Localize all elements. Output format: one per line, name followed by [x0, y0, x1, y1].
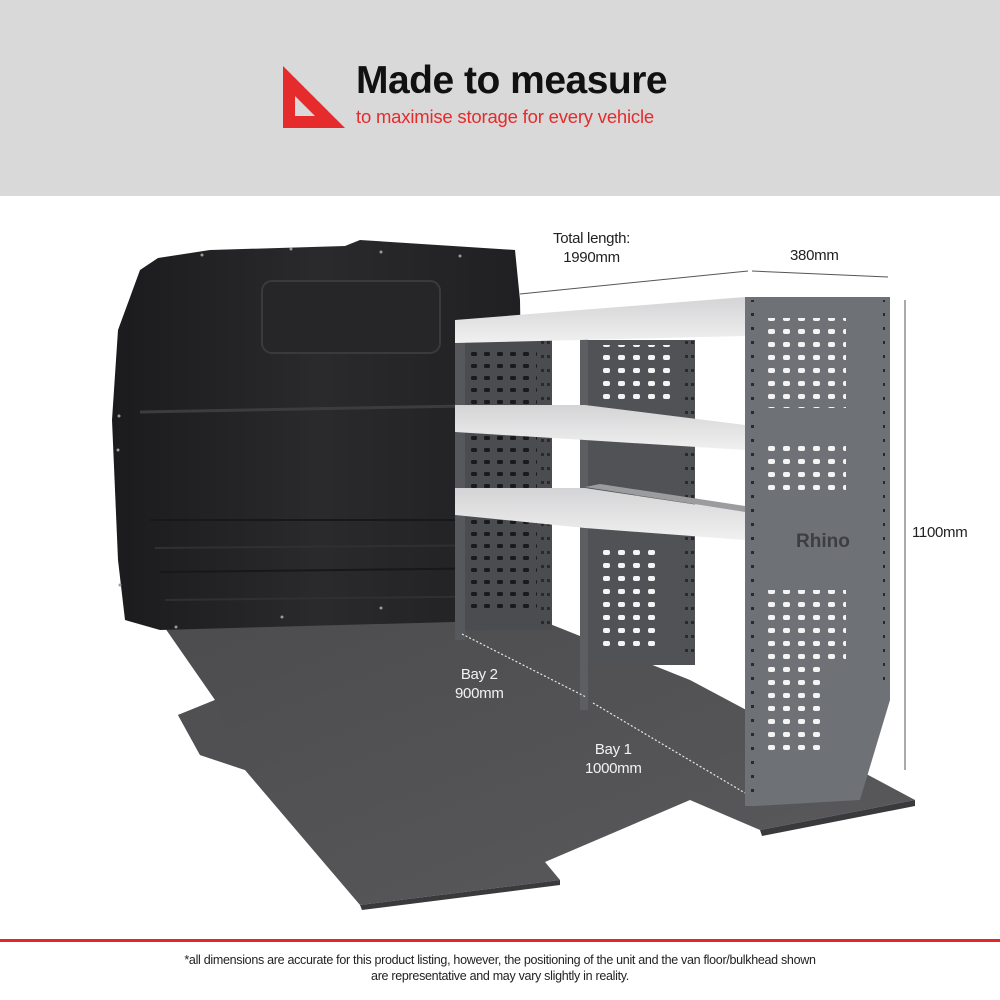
rhino-logo: Rhino	[796, 531, 850, 552]
bay2-annotation: Bay 2 900mm	[455, 665, 504, 703]
depth-value: 380mm	[790, 247, 839, 264]
total-length-label: Total length:	[553, 230, 630, 247]
bay2-label: Bay 2	[460, 666, 498, 683]
van-racking-illustration: Rhino Rhino Total length: 1990mm	[0, 196, 1000, 940]
bay1-label: Bay 1	[594, 741, 632, 758]
height-value: 1100mm	[912, 524, 968, 541]
page-subtitle: to maximise storage for every vehicle	[356, 106, 654, 127]
bay1-value: 1000mm	[585, 760, 642, 777]
bay1-annotation: Bay 1 1000mm	[585, 740, 642, 778]
disclaimer: *all dimensions are accurate for this pr…	[60, 952, 940, 984]
total-length-annotation: Total length: 1990mm	[553, 229, 630, 267]
bay2-value: 900mm	[455, 685, 504, 702]
footer-divider	[0, 939, 1000, 942]
header-banner: Made to measure to maximise storage for …	[0, 0, 1000, 196]
page-title: Made to measure	[356, 59, 668, 102]
set-square-ruler-icon	[283, 66, 345, 128]
total-length-value: 1990mm	[563, 249, 620, 266]
van-shelving-render: Rhino Rhino	[112, 240, 915, 910]
disclaimer-line-1: *all dimensions are accurate for this pr…	[184, 953, 816, 967]
disclaimer-line-2: are representative and may vary slightly…	[371, 969, 629, 983]
